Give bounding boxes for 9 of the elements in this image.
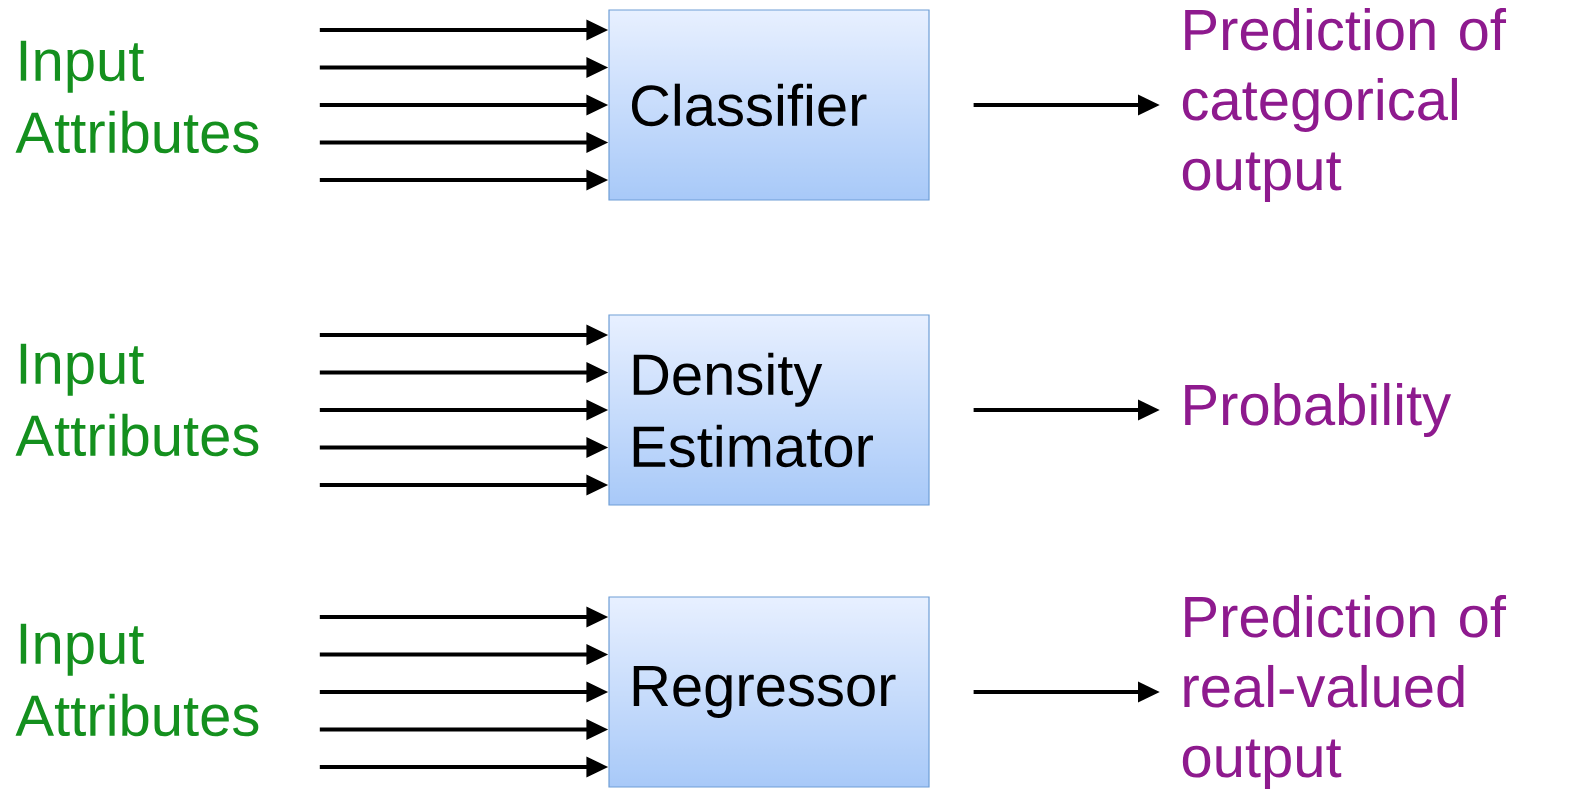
process-box: Density Estimator xyxy=(608,314,930,506)
output-label: Prediction of categorical output xyxy=(1182,7,1507,203)
input-label: Input Attributes xyxy=(15,623,259,737)
input-label: Input Attributes xyxy=(15,40,259,154)
input-label: Input Attributes xyxy=(15,343,259,457)
process-box: Classifier xyxy=(608,9,930,201)
output-label: Prediction of real-valued output xyxy=(1182,594,1507,790)
output-label: Probability xyxy=(1185,382,1452,438)
process-box: Regressor xyxy=(608,596,930,788)
